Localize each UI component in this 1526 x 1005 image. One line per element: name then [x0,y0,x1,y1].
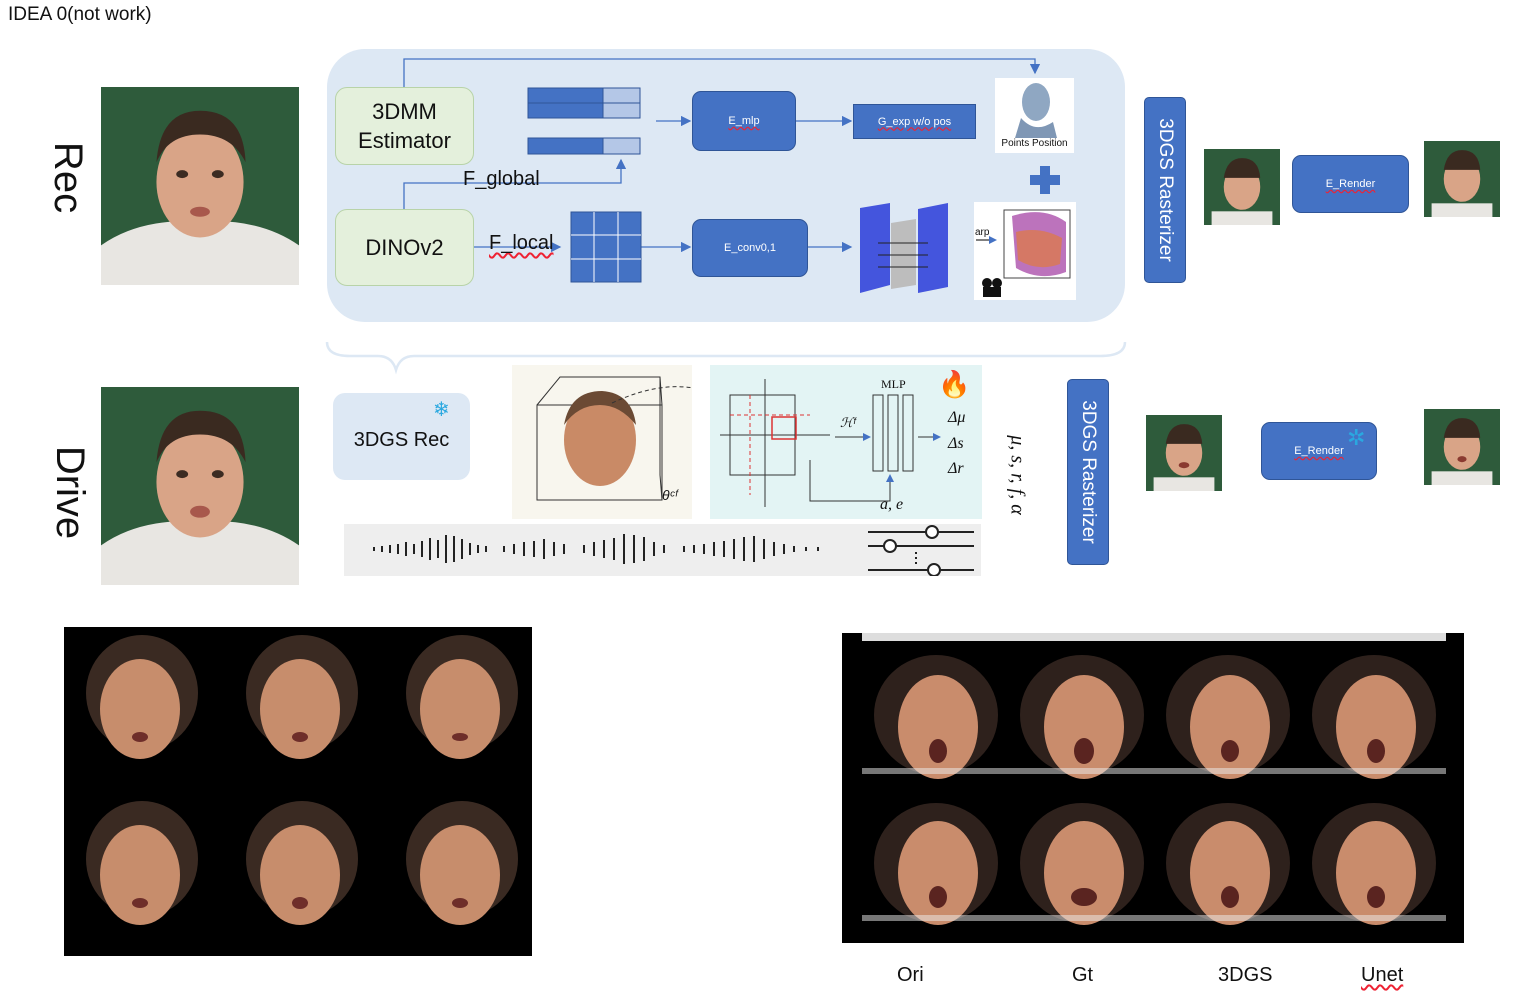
e-conv-label: E_conv0,1 [724,242,776,254]
3dgs-rec-box: 3DGS Rec ❄ [333,393,470,480]
page-title: IDEA 0(not work) [8,4,152,25]
theta-label: θᶜᶠ [662,487,678,503]
drive-rasterizer-label: 3DGS Rasterizer [1078,400,1099,544]
rec-output-face [1424,141,1500,217]
ae-label: a, e [880,496,904,513]
delta-r-label: Δr [948,460,964,477]
drive-input-face [101,387,299,585]
plus-icon [1030,166,1060,194]
f-global-label: F_global [463,168,540,190]
delta-s-label: Δs [948,435,964,452]
rec-rasterizer-label: 3DGS Rasterizer [1155,118,1176,262]
caption-unet: Unet [1361,964,1404,986]
canonical-head-figure: θᶜᶠ [512,365,718,519]
talking-head-frames [86,635,518,925]
gaussian-params-label: μ, s, r, f, α [1002,384,1032,566]
3dmm-estimator-box: 3DMM Estimator [335,87,474,165]
hash-grid-drawing [720,379,941,507]
warp-label: arp [975,227,990,238]
g-exp-label: G_exp w/o pos [877,115,952,128]
gaussian-params-text: μ, s, r, f, α [1006,435,1029,515]
delta-mu-label: Δμ [948,409,966,426]
results-grid-left [64,627,532,956]
drive-e-render-label: E_Render [1294,445,1344,457]
caption-3dgs: 3DGS [1218,964,1273,986]
warp-cube-drawing [976,209,1071,279]
g-exp-block: G_exp w/o pos [853,104,976,139]
feature-planes-figure [860,203,948,293]
e-mlp-block: E_mlp [692,91,796,151]
3dgs-rec-label: 3DGS Rec [353,429,450,451]
comparison-frames [862,633,1446,925]
f-local-label: F_local [489,232,554,254]
local-feature-grid [570,211,642,283]
dinov2-label: DINOv2 [365,235,444,260]
points-position-image: Points Position [995,78,1074,153]
waveform-drawing [373,525,974,577]
head-mesh-icon [1015,83,1057,138]
gear-icon: ✲ [1347,425,1366,450]
camera-icon [982,278,1002,297]
rec-e-render-label: E_Render [1325,178,1376,190]
audio-waveform-strip [344,524,981,577]
rec-3dgs-rasterizer: 3DGS Rasterizer [1144,97,1186,283]
rec-render-face [1204,149,1280,225]
rec-input-face [101,87,299,285]
results-grid-right [842,633,1464,943]
warp-volume-image: arp [974,202,1076,300]
caption-gt: Gt [1072,964,1094,986]
mlp-label: MLP [881,377,906,391]
drive-render-face [1146,415,1222,491]
fire-icon: 🔥 [938,369,971,399]
drive-3dgs-rasterizer: 3DGS Rasterizer [1067,379,1109,565]
dinov2-box: DINOv2 [335,209,474,286]
e-mlp-label: E_mlp [728,115,760,127]
hash-mlp-figure: MLP ℋᶠ 🔥 Δμ Δs Δr a, e [710,365,982,519]
snowflake-icon: ❄ [433,399,450,421]
caption-ori: Ori [897,964,924,986]
drive-output-face [1424,409,1500,485]
global-feature-bars [527,87,641,155]
hf-label: ℋᶠ [840,415,856,430]
drive-e-render-block: E_Render [1261,422,1377,480]
3dmm-estimator-label: 3DMM Estimator [358,99,451,153]
points-position-label: Points Position [1001,138,1068,149]
e-conv-block: E_conv0,1 [692,219,808,277]
rec-e-render-block: E_Render [1292,155,1409,213]
